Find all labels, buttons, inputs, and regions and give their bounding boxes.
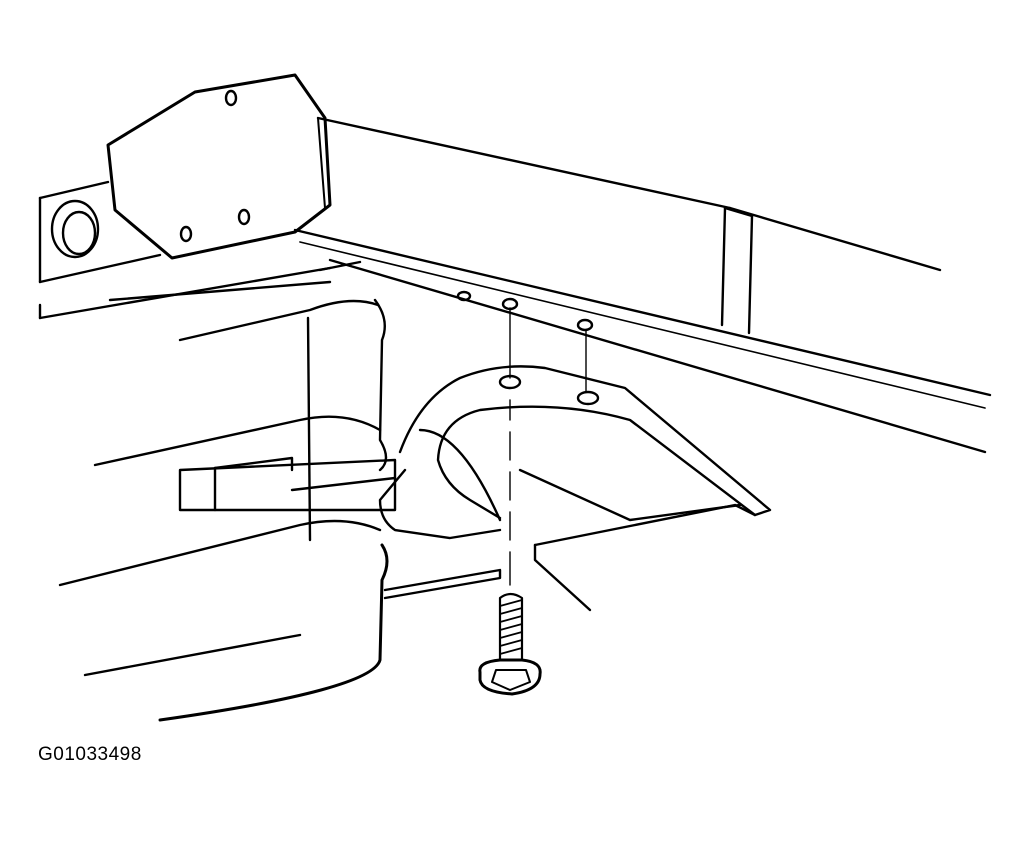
frame-mounting-holes bbox=[456, 290, 600, 406]
bracket-slot bbox=[178, 456, 397, 512]
rail-round-hole bbox=[50, 199, 100, 259]
mounting-bolt bbox=[478, 592, 542, 696]
hanger-bracket bbox=[378, 365, 772, 612]
crossmember-tube bbox=[58, 298, 502, 722]
rail-end-cap bbox=[106, 73, 332, 260]
figure-id-label: G01033498 bbox=[38, 744, 142, 765]
alignment-lines bbox=[509, 307, 587, 586]
frame-rail bbox=[38, 116, 992, 454]
